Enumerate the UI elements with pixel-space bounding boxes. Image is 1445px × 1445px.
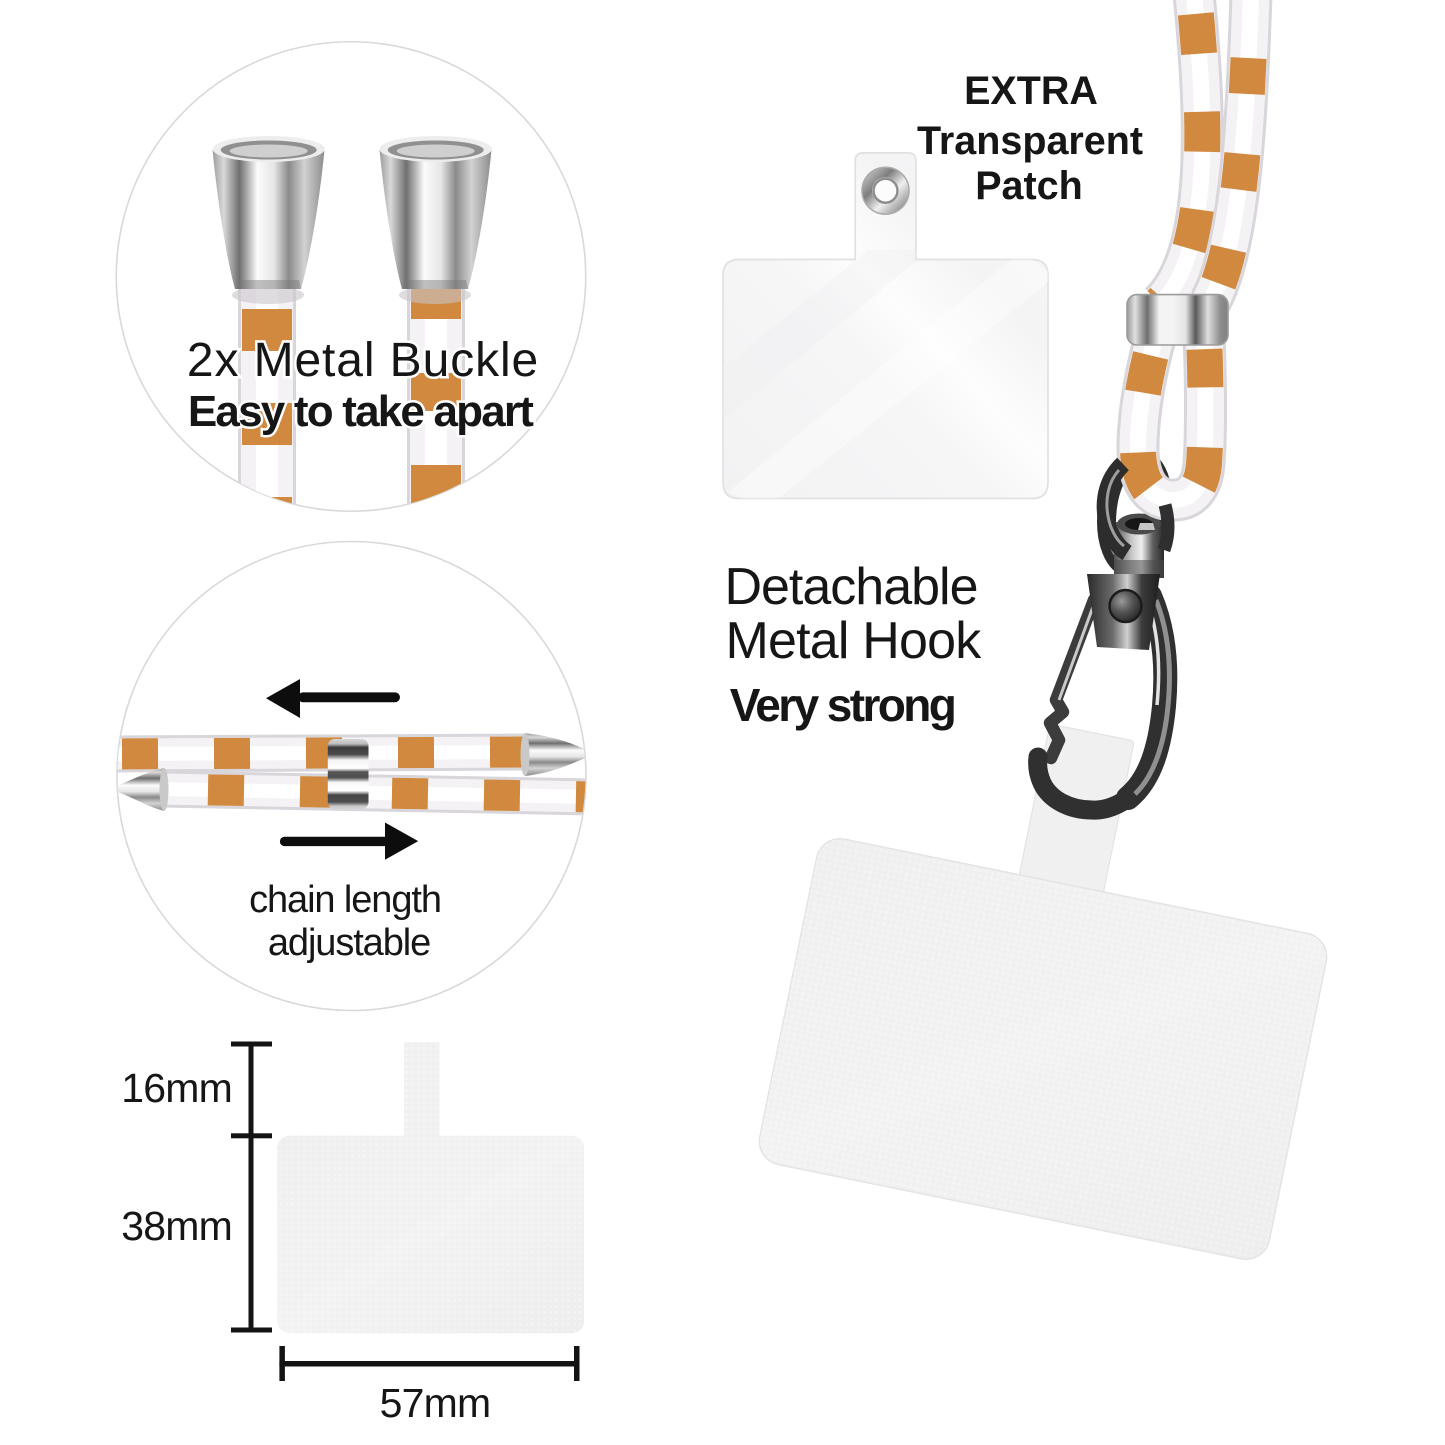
svg-text:EXTRA: EXTRA — [964, 69, 1098, 113]
svg-text:Patch: Patch — [975, 164, 1083, 208]
svg-text:2x Metal Buckle: 2x Metal Buckle — [187, 334, 539, 387]
svg-text:16mm: 16mm — [121, 1065, 232, 1111]
svg-text:Metal Hook: Metal Hook — [726, 612, 983, 670]
svg-text:Detachable: Detachable — [724, 558, 977, 616]
svg-text:38mm: 38mm — [121, 1203, 232, 1249]
svg-text:Very strong: Very strong — [730, 679, 955, 731]
svg-text:adjustable: adjustable — [268, 922, 430, 964]
svg-text:57mm: 57mm — [380, 1380, 491, 1426]
svg-text:Transparent: Transparent — [917, 119, 1143, 163]
svg-text:Easy to take apart: Easy to take apart — [188, 387, 534, 436]
svg-text:chain length: chain length — [249, 879, 441, 921]
